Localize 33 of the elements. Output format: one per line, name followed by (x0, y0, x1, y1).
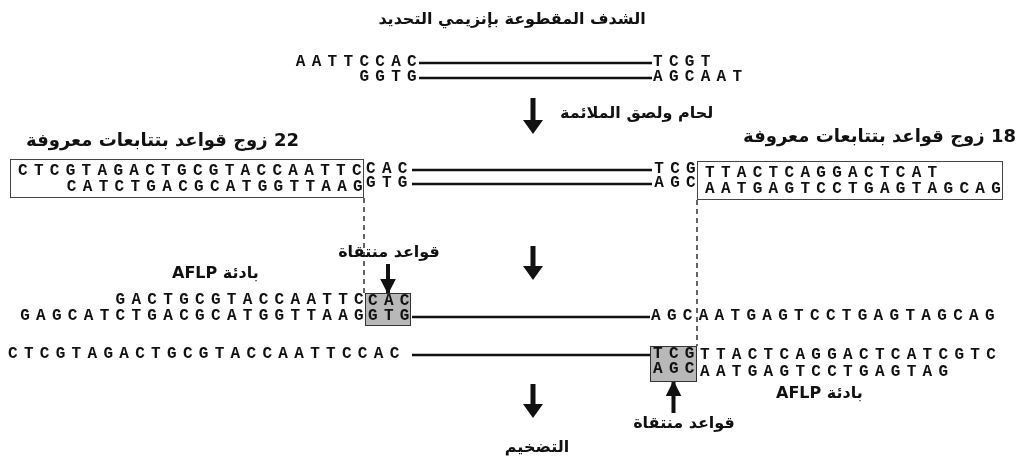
annotation-text: قواعد منتقاة (333, 242, 445, 264)
sequence-text: AGCAAT (653, 69, 749, 85)
sequence-text: AGCAATGAGTCCTGAGTAGCAG (651, 308, 1001, 324)
sequence-text: CTCGTAGACTGCGTACCAATTC (18, 163, 363, 179)
heading-text: 18 زوج قواعد بتتابعات معروفة (743, 126, 1016, 146)
sequence-text: TCG (654, 161, 702, 177)
sequence-text: AGC (654, 175, 702, 191)
sequence-text: GGTG (359, 69, 423, 85)
selective-bases-box (365, 293, 411, 326)
sequence-text: TTACTCAGGACTCAT (705, 165, 945, 181)
annotation-text: قواعد منتقاة (625, 413, 743, 435)
sequence-text: CTCGTAGACTGCGTACCAATTCCAC (8, 346, 406, 362)
sequence-text: CAC (366, 161, 414, 177)
dashed-guide-line (363, 197, 365, 294)
sequence-text: GTG (368, 309, 410, 324)
sequence-text: AATTCCAC (295, 54, 423, 70)
heading-text: 22 زوج قواعد بتتابعات معروفة (26, 130, 299, 150)
sequence-text: TTACTCAGGACTCATCGTC (700, 347, 1003, 363)
annotation-text: التضخيم (504, 437, 570, 457)
dashed-guide-line (696, 199, 698, 347)
sequence-text: AGC (653, 362, 696, 377)
selective-bases-box (650, 346, 697, 382)
annotation-text: بادئة AFLP (776, 383, 863, 403)
sequence-text: AATGAGTCCTGAGTAG (700, 364, 955, 380)
sequence-text: TCGT (653, 54, 717, 70)
title: الشدف المقطوعة بإنزيمي التحديد (378, 9, 646, 29)
sequence-text: TCG (653, 347, 696, 362)
annotation-text: لحام ولصق الملائمة (560, 103, 714, 123)
leader-arrow (665, 380, 682, 413)
annotation-text: بادئة AFLP (172, 263, 259, 283)
sequence-text: CAC (368, 294, 410, 309)
sequence-text: AATGAGTCCTGAGTAGCAG (705, 181, 1002, 197)
leader-arrow (380, 264, 396, 295)
